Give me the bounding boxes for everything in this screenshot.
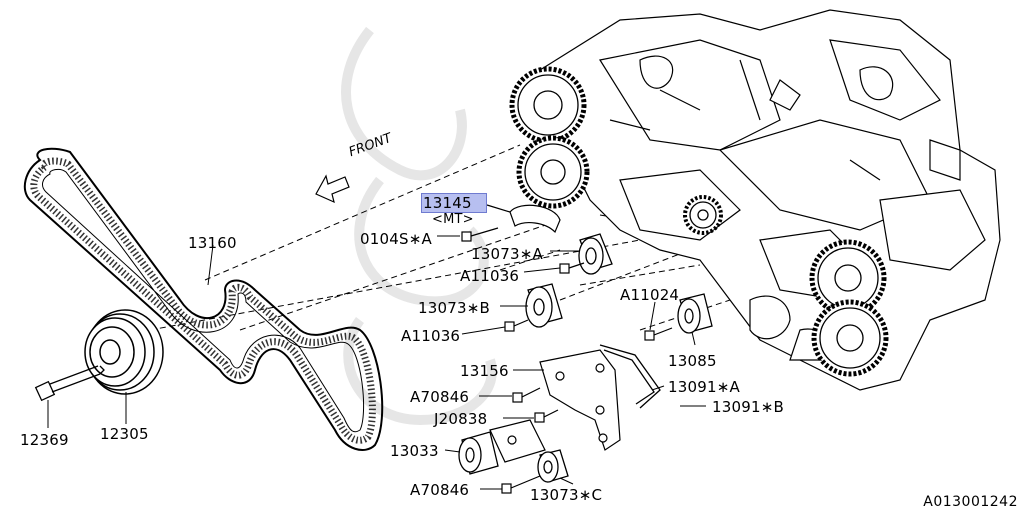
part-label-a11024[interactable]: A11024 — [620, 286, 680, 304]
bolts — [461, 227, 673, 494]
crank-bolt-12369 — [34, 365, 105, 402]
part-label-a70846-lower[interactable]: A70846 — [410, 481, 470, 499]
cam-sprocket-right-lower — [811, 299, 889, 377]
part-label-a11036-upper[interactable]: A11036 — [460, 267, 520, 285]
part-label-13073-c[interactable]: 13073∗C — [530, 486, 603, 504]
cam-sprocket-upper — [509, 66, 587, 144]
tensioner-13033-body — [489, 419, 546, 463]
drive-belt-13160 — [23, 147, 384, 451]
crank-pulley-12305 — [84, 309, 164, 395]
idler-13073a — [578, 233, 613, 275]
part-label-13073-a[interactable]: 13073∗A — [471, 245, 543, 263]
belt-cover-13145 — [486, 204, 561, 234]
tensioner-bracket-13156 — [539, 349, 621, 451]
diagram-id: A013001242 — [923, 494, 1018, 510]
part-label-13033[interactable]: 13033 — [390, 442, 439, 460]
part-label-13073-b[interactable]: 13073∗B — [418, 299, 490, 317]
part-label-12305[interactable]: 12305 — [100, 425, 149, 443]
idler-13033 — [458, 431, 499, 475]
part-label-13145[interactable]: 13145 — [423, 194, 472, 212]
watermark-logo — [341, 26, 497, 426]
part-label-a70846-upper[interactable]: A70846 — [410, 388, 470, 406]
part-label-12369[interactable]: 12369 — [20, 431, 69, 449]
part-label-13085[interactable]: 13085 — [668, 352, 717, 370]
cam-sprocket-lower — [516, 135, 590, 209]
part-label-13091-b[interactable]: 13091∗B — [712, 398, 784, 416]
part-label-0104s-a[interactable]: 0104S∗A — [360, 230, 432, 248]
front-arrow — [315, 174, 350, 204]
selected-part-highlight[interactable] — [421, 193, 487, 213]
idler-13085 — [677, 293, 713, 334]
part-label-13160[interactable]: 13160 — [188, 234, 237, 252]
rod-13091 — [599, 344, 661, 409]
cam-sprocket-right-upper — [809, 239, 887, 317]
leader-lines — [47, 235, 706, 490]
part-label-13156[interactable]: 13156 — [460, 362, 509, 380]
idler-13073c — [537, 449, 569, 483]
part-label-a11036-lower[interactable]: A11036 — [401, 327, 461, 345]
idler-13073b — [525, 283, 563, 328]
engine-block — [539, 9, 1001, 391]
part-label-j20838[interactable]: J20838 — [434, 410, 488, 428]
part-label-13091-a[interactable]: 13091∗A — [668, 378, 740, 396]
crank-sprocket — [683, 195, 723, 235]
mt-note: <MT> — [432, 212, 474, 227]
